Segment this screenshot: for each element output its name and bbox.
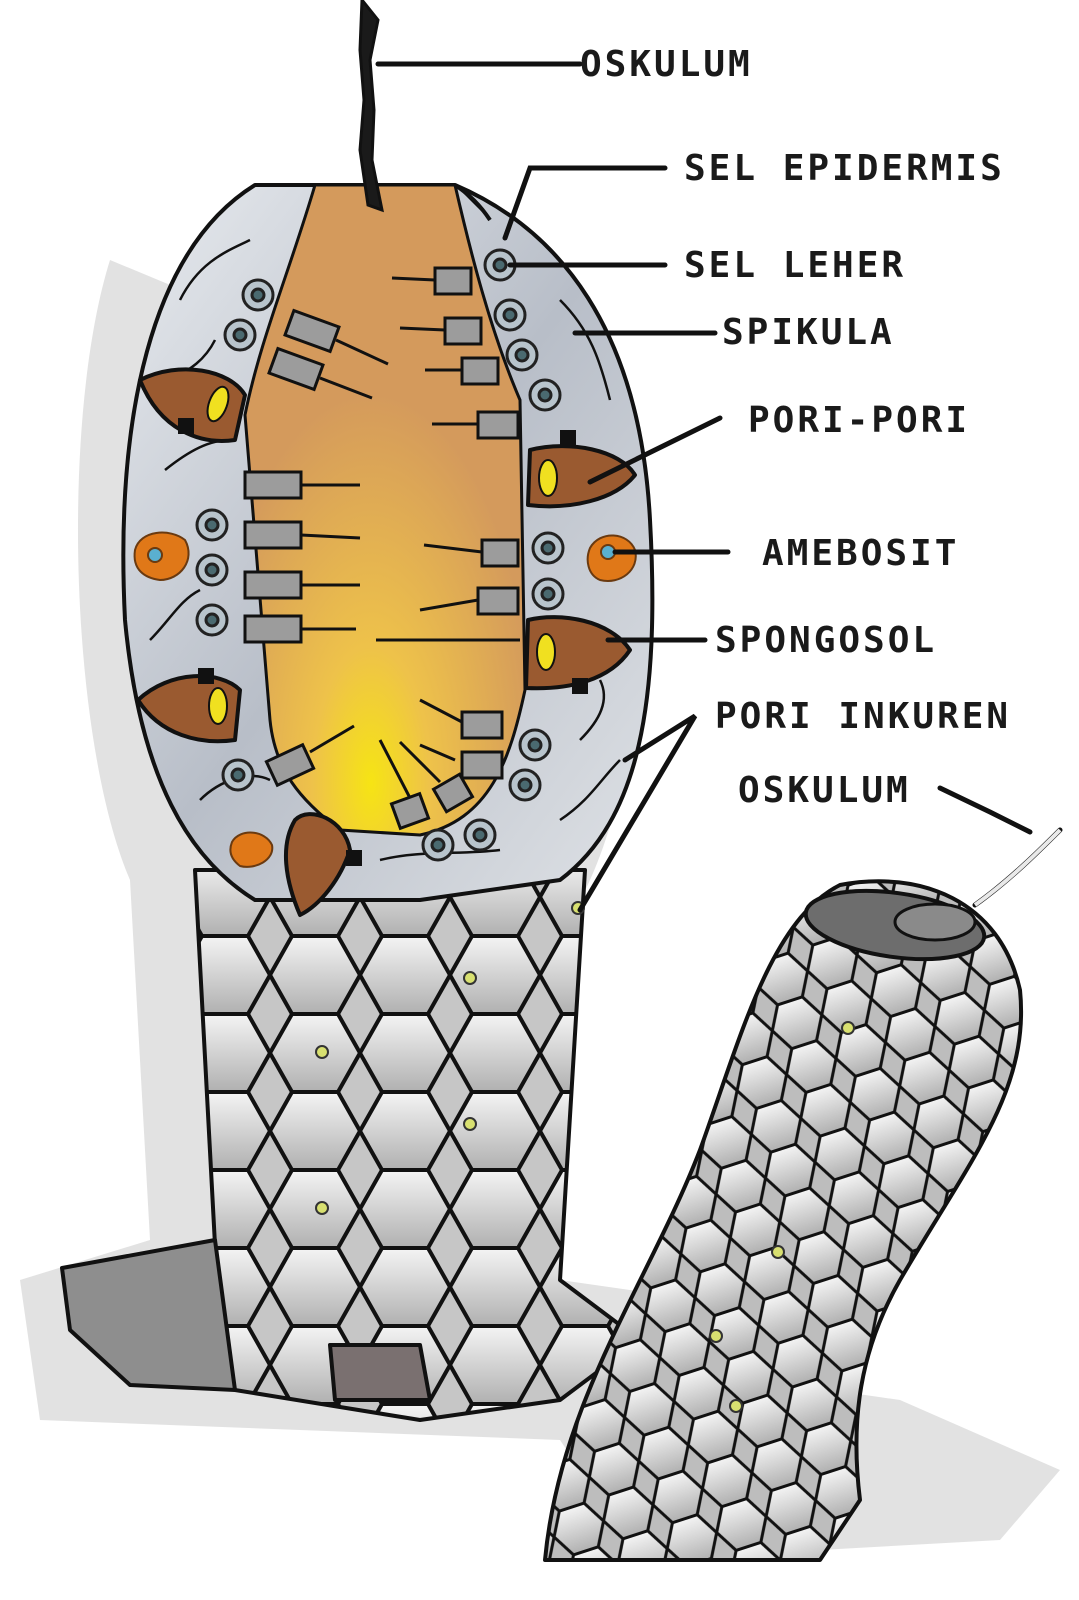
label-oskulum-small: OSKULUM <box>738 770 911 811</box>
label-spikula: SPIKULA <box>722 312 895 353</box>
osculum-spike <box>360 0 382 210</box>
label-pori-inkuren: PORI INKUREN <box>715 696 1011 737</box>
label-pori-pori: PORI-PORI <box>748 400 970 441</box>
body-cross-section <box>123 185 652 915</box>
label-oskulum-top: OSKULUM <box>580 44 753 85</box>
label-sel-leher: SEL LEHER <box>684 245 906 286</box>
label-amebosit: AMEBOSIT <box>762 533 959 574</box>
label-spongosol: SPONGOSOL <box>715 620 937 661</box>
label-sel-epidermis: SEL EPIDERMIS <box>684 148 1005 189</box>
